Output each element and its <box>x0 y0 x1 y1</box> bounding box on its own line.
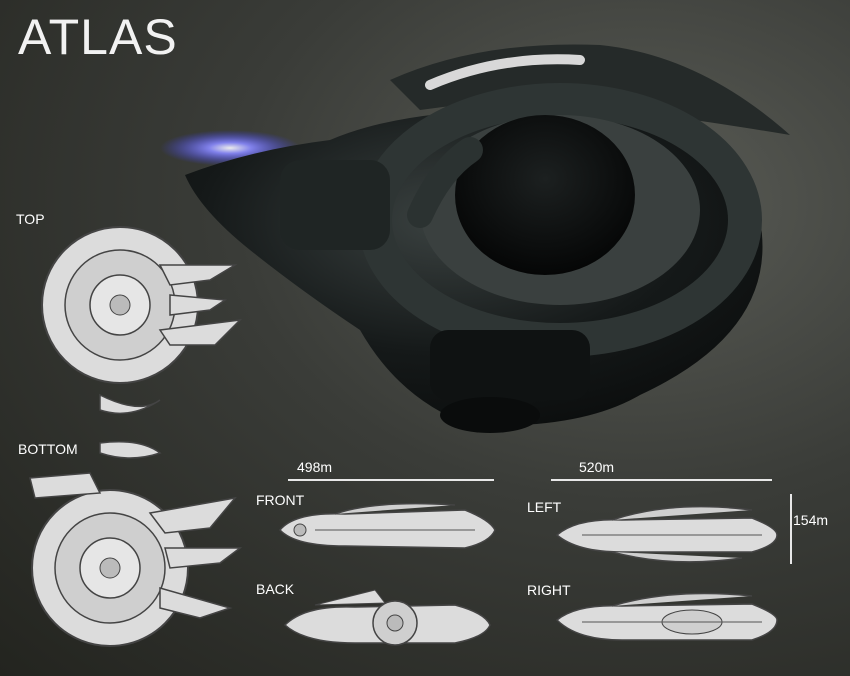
view-label-top: TOP <box>16 211 45 227</box>
view-label-right: RIGHT <box>527 582 571 598</box>
dimension-line-side <box>551 479 772 481</box>
page-title: ATLAS <box>18 9 178 65</box>
ship-dome <box>455 115 635 275</box>
blueprint-back-view <box>283 589 491 646</box>
view-label-back: BACK <box>256 581 295 597</box>
blueprint-top-view <box>41 226 243 415</box>
blueprint-left-view <box>555 505 778 563</box>
blueprint-bottom-view <box>29 441 243 647</box>
view-label-bottom: BOTTOM <box>18 441 78 457</box>
dimension-length-front: 498m <box>297 459 333 475</box>
dimension-line-height <box>790 494 792 564</box>
blueprint-front-view <box>278 502 496 549</box>
dimension-line-front <box>288 479 494 481</box>
blueprint-right-view <box>555 592 778 641</box>
view-label-front: FRONT <box>256 492 305 508</box>
view-label-left: LEFT <box>527 499 562 515</box>
dimension-length-side: 520m <box>579 459 615 475</box>
dimension-height: 154m <box>793 512 829 528</box>
